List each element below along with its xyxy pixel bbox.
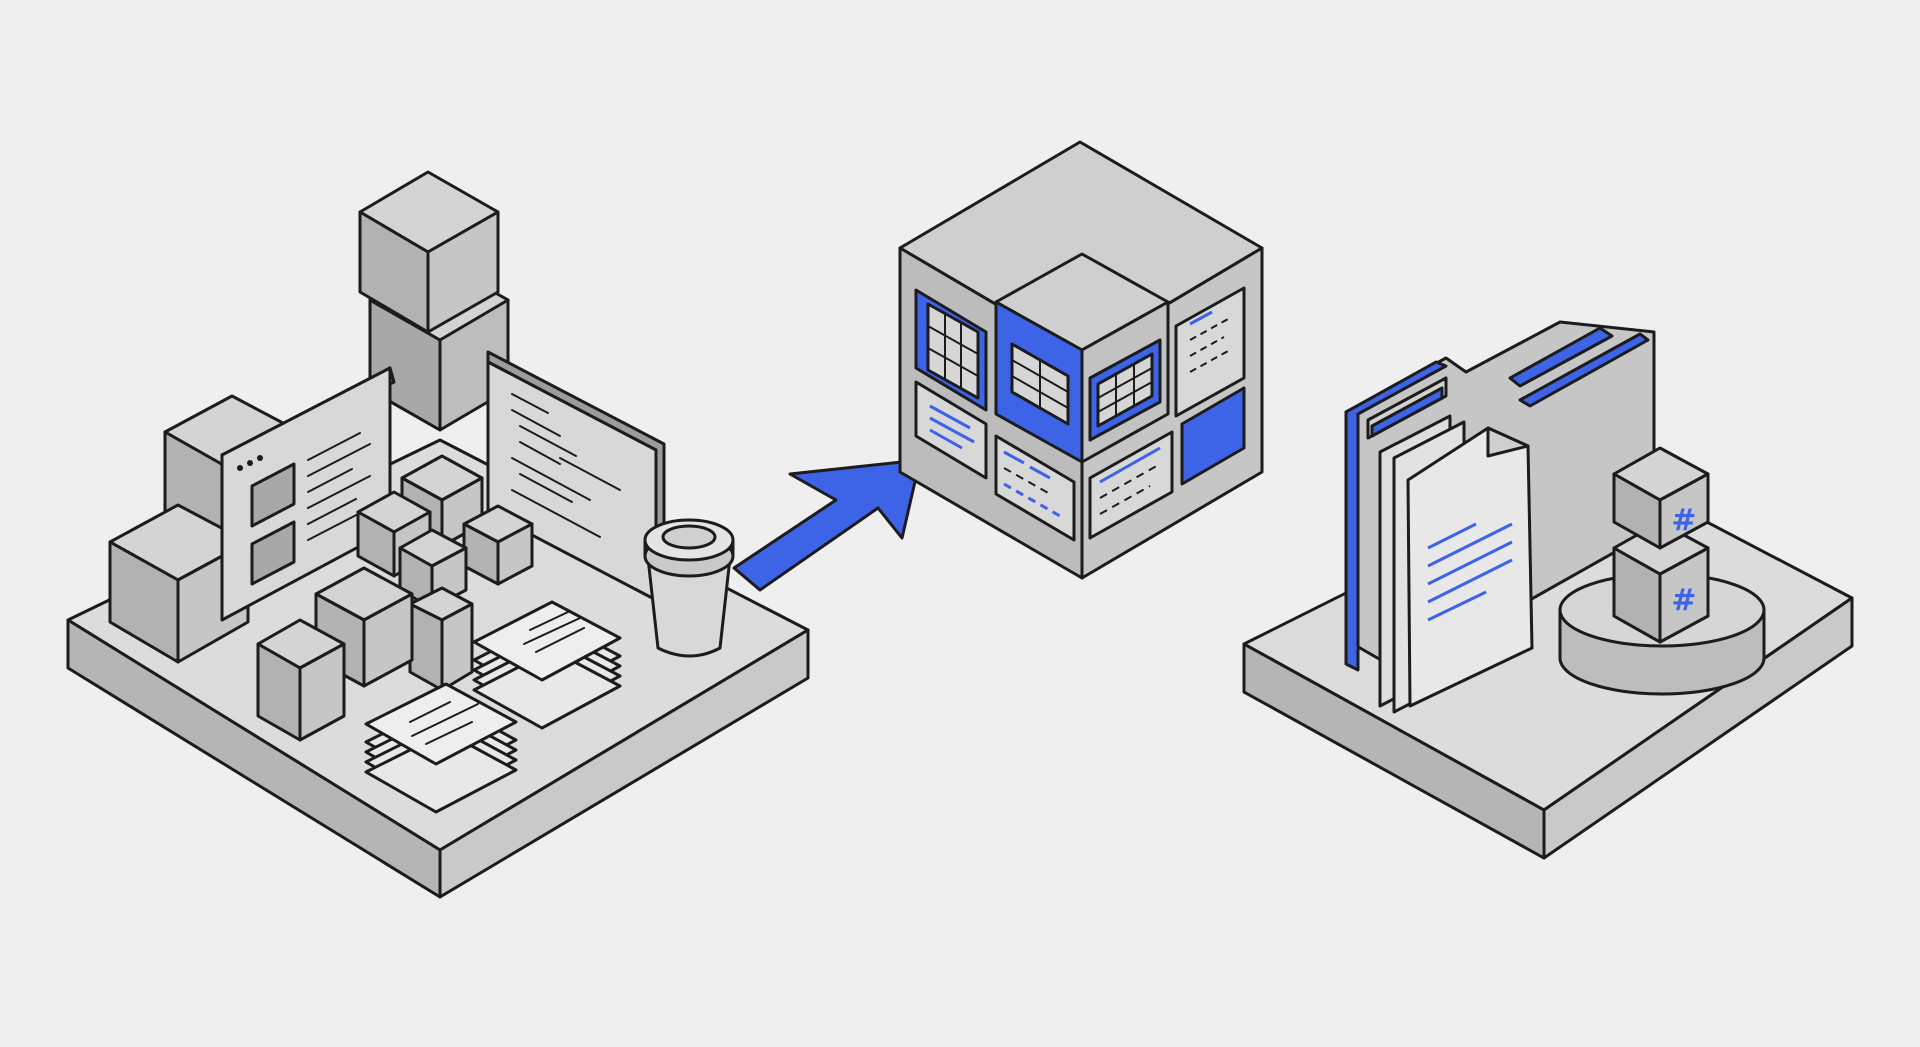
- arrow-icon: [732, 458, 922, 592]
- hash-label: #: [1671, 503, 1696, 538]
- cube-icon: [256, 618, 346, 742]
- cube-icon: [358, 170, 500, 334]
- cube-right-face-tiles: [1088, 286, 1246, 540]
- cube-left-face-tiles: [914, 288, 1076, 542]
- right-scene: # #: [1242, 320, 1854, 860]
- cube-icon: [994, 252, 1170, 464]
- hash-label: #: [1671, 583, 1696, 618]
- right-platform: [1242, 464, 1854, 860]
- document-icon: [1406, 426, 1534, 708]
- paper-stack-icon: [472, 600, 622, 730]
- left-scene: [66, 170, 810, 899]
- cube-icon: [408, 586, 474, 692]
- paper-stack-icon: [364, 682, 518, 814]
- center-scene: [898, 140, 1264, 580]
- tall-cube-stack: [358, 170, 510, 432]
- hash-block-icon: #: [1612, 520, 1710, 644]
- cube-icon: [462, 504, 534, 586]
- small-cube-cluster: [256, 454, 534, 742]
- hash-block-icon: #: [1612, 446, 1710, 550]
- coffee-cup-icon: [643, 518, 735, 658]
